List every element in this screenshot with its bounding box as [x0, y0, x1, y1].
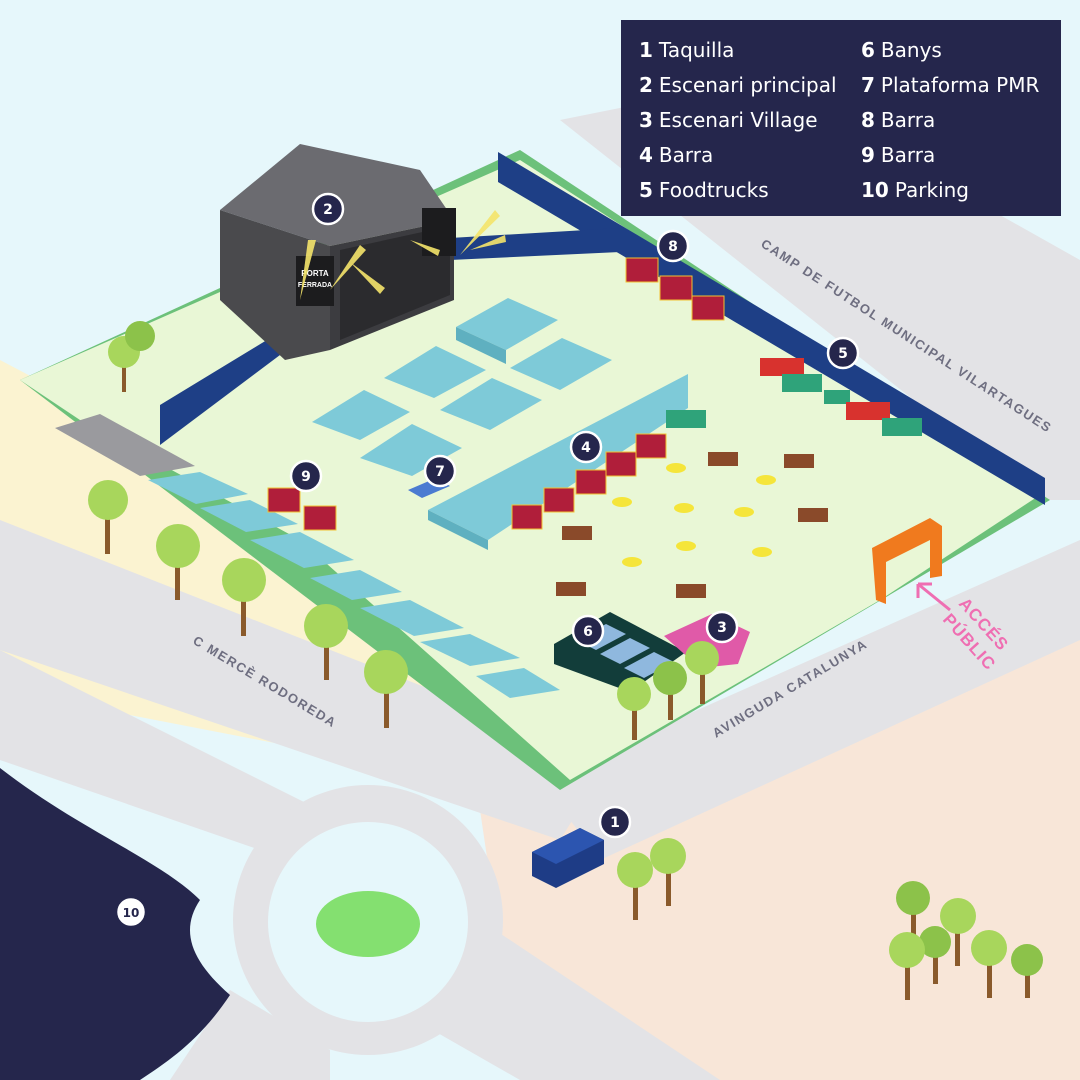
trees [88, 321, 1043, 1000]
road-avinguda-catalunya [540, 540, 1080, 860]
marker-3[interactable]: 3 [705, 610, 739, 644]
svg-text:8: 8 [668, 239, 678, 255]
stage-banner-left [296, 256, 334, 306]
marker-1[interactable]: 1 [598, 805, 632, 839]
marker-6[interactable]: 6 [571, 614, 605, 648]
svg-text:3: 3 [717, 620, 727, 636]
picnic-tables [556, 452, 828, 598]
fence-top [450, 228, 620, 260]
roundabout-green [316, 891, 420, 957]
marker-9[interactable]: 9 [289, 459, 323, 493]
access-arrow-icon [916, 582, 951, 612]
tent-row [148, 472, 560, 698]
main-stage: PORTA FERRADA [220, 144, 506, 360]
svg-text:10: 10 [123, 906, 140, 920]
road-lower-left [0, 650, 340, 850]
svg-text:4: 4 [581, 440, 591, 456]
ticket-office [532, 828, 604, 888]
road-merce-rodoreda [0, 520, 610, 840]
svg-text:7: 7 [435, 464, 445, 480]
road-south [380, 920, 720, 1080]
stage-banner-text-line1: PORTA [301, 269, 329, 278]
svg-text:6: 6 [583, 624, 593, 640]
marker-5[interactable]: 5 [826, 336, 860, 370]
parking-area [0, 768, 230, 1080]
marker-8[interactable]: 8 [656, 229, 690, 263]
stage-lights [300, 210, 506, 300]
access-arch [872, 518, 942, 604]
foodtrucks [666, 358, 922, 436]
tents [312, 298, 688, 550]
marker-4[interactable]: 4 [569, 430, 603, 464]
stage-banner-text-line2: FERRADA [298, 282, 332, 289]
svg-text:9: 9 [301, 469, 311, 485]
marker-2[interactable]: 2 [311, 192, 345, 226]
yellow-tables [612, 463, 776, 567]
marker-7[interactable]: 7 [423, 454, 457, 488]
road-south-left [170, 990, 330, 1080]
fence-left [160, 332, 280, 445]
bar-stalls [267, 257, 725, 531]
svg-text:1: 1 [610, 815, 620, 831]
fence-north [498, 152, 1045, 505]
svg-text:5: 5 [838, 346, 848, 362]
entrance-ramp [55, 414, 195, 476]
marker-10[interactable]: 10 [114, 895, 148, 929]
svg-text:2: 2 [323, 202, 333, 218]
